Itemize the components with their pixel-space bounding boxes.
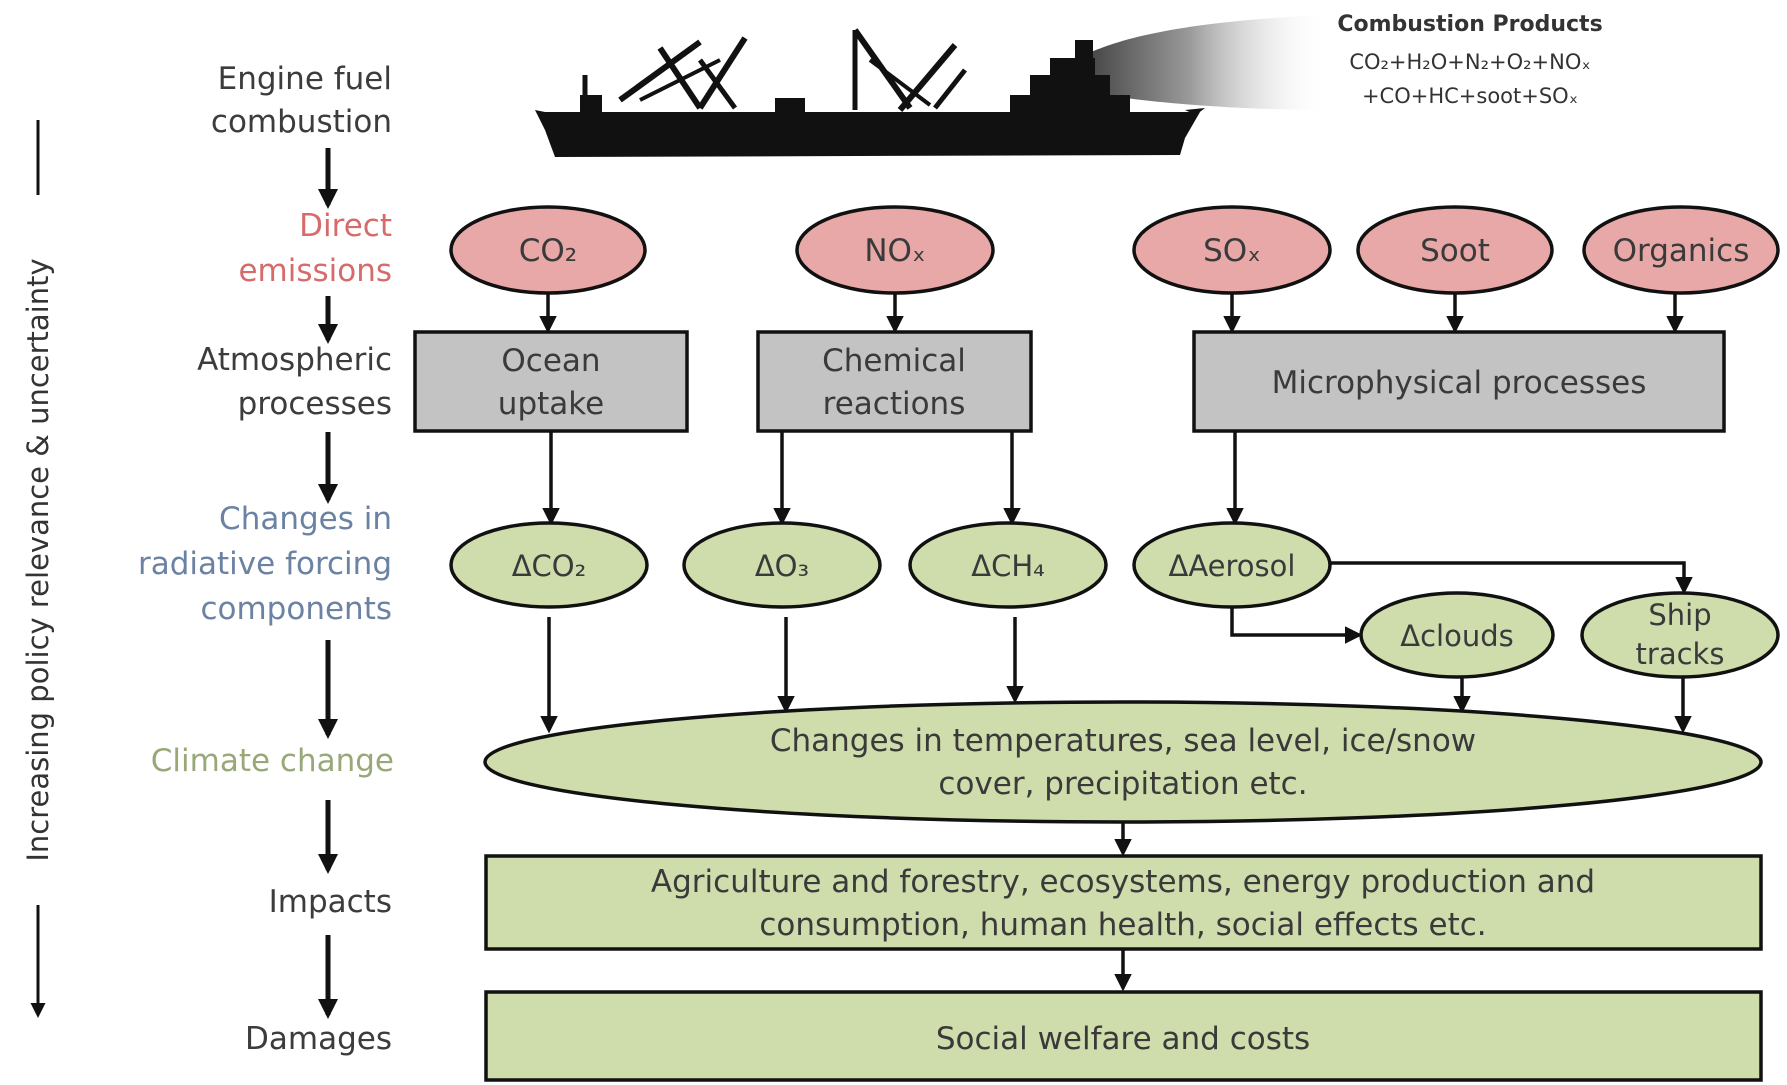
emission-sox-node: SOₓ (1132, 205, 1332, 295)
emission-sox-label: SOₓ (1203, 233, 1261, 269)
forcing-dco2-node: ΔCO₂ (449, 521, 649, 609)
emission-co2-node: CO₂ (449, 205, 647, 295)
aerosol-branch-arrows (1230, 561, 1693, 644)
level-direct-line2: emissions (238, 253, 392, 289)
forcing-dclouds-node: Δclouds (1359, 591, 1555, 679)
level-engine-line2: combustion (211, 104, 392, 140)
forcing-dclouds-label: Δclouds (1400, 619, 1513, 653)
level-direct-line1: Direct (299, 208, 392, 244)
process-ocean-uptake-box: Ocean uptake (413, 330, 689, 433)
forcing-daerosol-label: ΔAerosol (1169, 549, 1296, 583)
level-forcing-line1: Changes in (219, 501, 392, 537)
process-chemical-reactions-box: Chemical reactions (756, 330, 1033, 433)
forcing-daerosol-node: ΔAerosol (1132, 521, 1332, 609)
forcing-arrows (540, 617, 1692, 734)
emission-organics-node: Organics (1582, 205, 1780, 295)
forcing-dch4-label: ΔCH₄ (971, 549, 1045, 583)
damages-box: Social welfare and costs (484, 990, 1763, 1082)
forcing-dch4-node: ΔCH₄ (908, 521, 1108, 609)
process-micro-label: Microphysical processes (1272, 365, 1647, 401)
level-climate-label: Climate change (151, 743, 394, 779)
combustion-products: Combustion Products CO₂+H₂O+N₂+O₂+NOₓ +C… (1337, 12, 1602, 108)
level-atmos-line1: Atmospheric (197, 342, 392, 378)
damages-label: Social welfare and costs (936, 1021, 1310, 1057)
forcing-shiptracks-line1: Ship (1648, 598, 1711, 632)
forcing-do3-label: ΔO₃ (755, 549, 809, 583)
process-chemical-line1: Chemical (822, 343, 966, 379)
emission-nox-node: NOₓ (795, 205, 995, 295)
side-axis-label: Increasing policy relevance & uncertaint… (21, 258, 55, 861)
level-labels: Engine fuel combustion Direct emissions … (138, 61, 394, 1057)
emission-soot-label: Soot (1420, 233, 1490, 269)
forcing-shiptracks-node: Ship tracks (1580, 591, 1780, 679)
climate-change-node: Changes in temperatures, sea level, ice/… (483, 700, 1763, 824)
process-arrows (542, 431, 1244, 526)
level-forcing-line3: components (200, 591, 392, 627)
level-damages-label: Damages (245, 1021, 392, 1057)
impacts-line1: Agriculture and forestry, ecosystems, en… (651, 864, 1595, 900)
process-ocean-line1: Ocean (501, 343, 600, 379)
cargo-ship-silhouette-icon (535, 15, 1330, 157)
emission-arrows (539, 293, 1684, 334)
combustion-products-title: Combustion Products (1337, 12, 1602, 37)
emission-soot-node: Soot (1356, 205, 1554, 295)
process-microphysical-box: Microphysical processes (1192, 330, 1726, 433)
impacts-box: Agriculture and forestry, ecosystems, en… (484, 854, 1763, 951)
level-atmos-line2: processes (238, 386, 392, 422)
emission-nox-label: NOₓ (864, 233, 925, 269)
emission-organics-label: Organics (1613, 233, 1750, 269)
level-engine-line1: Engine fuel (218, 61, 392, 97)
climate-change-line2: cover, precipitation etc. (938, 766, 1307, 802)
climate-change-line1: Changes in temperatures, sea level, ice/… (770, 723, 1476, 759)
level-forcing-line2: radiative forcing (138, 546, 392, 582)
side-axis: Increasing policy relevance & uncertaint… (21, 120, 55, 1018)
process-ocean-line2: uptake (498, 386, 604, 422)
combustion-products-line3: +CO+HC+soot+SOₓ (1362, 84, 1578, 108)
emission-co2-label: CO₂ (519, 233, 577, 269)
forcing-shiptracks-line2: tracks (1636, 637, 1725, 671)
process-chemical-line2: reactions (823, 386, 966, 422)
impacts-line2: consumption, human health, social effect… (759, 907, 1486, 943)
forcing-dco2-label: ΔCO₂ (512, 549, 587, 583)
combustion-products-line2: CO₂+H₂O+N₂+O₂+NOₓ (1349, 50, 1590, 74)
forcing-do3-node: ΔO₃ (682, 521, 882, 609)
level-impacts-label: Impacts (269, 884, 392, 920)
